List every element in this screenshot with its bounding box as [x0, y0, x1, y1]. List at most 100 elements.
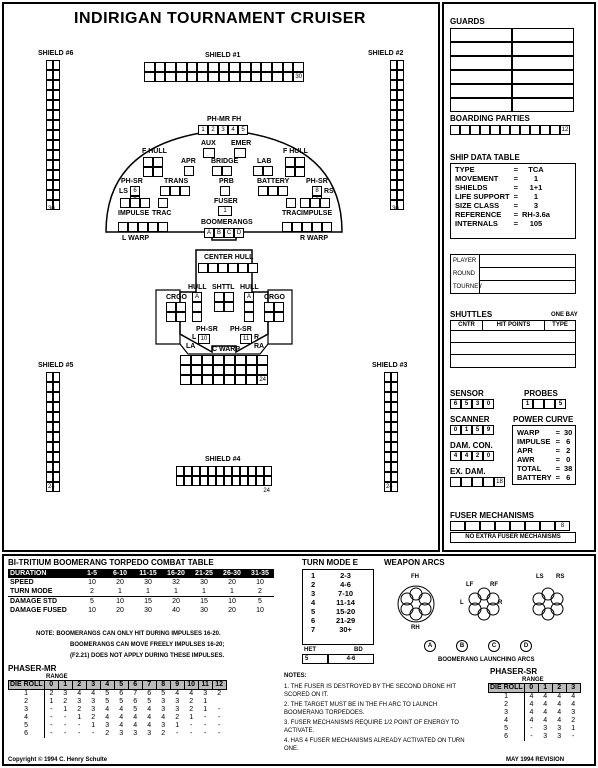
shield-box[interactable]	[53, 452, 60, 462]
shield-box[interactable]	[53, 402, 60, 412]
player-field[interactable]	[479, 255, 575, 268]
shield-box[interactable]	[53, 110, 60, 120]
warp-box[interactable]	[235, 375, 246, 385]
f-hull-right-boxes[interactable]	[285, 157, 305, 177]
shield-box[interactable]	[384, 432, 391, 442]
shield-box[interactable]	[46, 120, 53, 130]
shield-box[interactable]	[397, 110, 404, 120]
phmr-fh-box-3[interactable]: 3	[218, 125, 228, 135]
c-warp-track[interactable]: 24	[180, 355, 268, 385]
shield-box[interactable]	[397, 170, 404, 180]
shield-box[interactable]	[390, 70, 397, 80]
aux-box[interactable]	[203, 148, 215, 158]
shield-box[interactable]	[46, 140, 53, 150]
r-warp-boxes[interactable]	[282, 222, 332, 232]
shield-box[interactable]	[391, 422, 398, 432]
prb-box[interactable]	[220, 186, 230, 196]
warp-box[interactable]	[224, 355, 235, 365]
shield-box[interactable]	[53, 200, 60, 210]
shield-box[interactable]	[397, 140, 404, 150]
shuttle-row[interactable]	[451, 331, 575, 343]
shield-box[interactable]	[384, 402, 391, 412]
shield-box[interactable]	[192, 466, 200, 476]
center-hull-boxes[interactable]	[198, 263, 258, 273]
shield-5-track[interactable]: 24	[46, 372, 60, 492]
shield-box[interactable]	[397, 120, 404, 130]
warp-box[interactable]	[224, 365, 235, 375]
shield-box[interactable]	[391, 482, 398, 492]
rs-box-8[interactable]: 8	[312, 186, 322, 196]
shield-box[interactable]	[144, 62, 155, 72]
shield-box[interactable]	[46, 432, 53, 442]
shield-box[interactable]	[53, 100, 60, 110]
shield-box[interactable]	[46, 100, 53, 110]
boarding-track[interactable]: 12	[450, 125, 570, 135]
shield-box[interactable]	[397, 70, 404, 80]
shield-box[interactable]	[293, 72, 304, 82]
shield-box[interactable]	[240, 466, 248, 476]
shield-box[interactable]	[186, 72, 198, 82]
shield-box[interactable]	[229, 72, 240, 82]
phmr-fh-box-4[interactable]: 4	[228, 125, 238, 135]
trac-left-box[interactable]	[158, 198, 168, 208]
ex-dam-track[interactable]: 18	[450, 477, 505, 487]
shield-box[interactable]	[397, 80, 404, 90]
shield-box[interactable]	[46, 60, 53, 70]
shield-box[interactable]	[390, 190, 397, 200]
shield-box[interactable]	[53, 432, 60, 442]
shield-box[interactable]	[390, 60, 397, 70]
shield-box[interactable]	[261, 62, 272, 72]
shield-box[interactable]	[165, 62, 176, 72]
warp-box[interactable]	[257, 375, 268, 385]
warp-box[interactable]	[224, 375, 235, 385]
shield-box[interactable]	[154, 72, 166, 82]
shield-box[interactable]	[390, 90, 397, 100]
shield-box[interactable]	[53, 170, 60, 180]
scanner-box[interactable]: 9	[483, 425, 494, 435]
shield-box[interactable]	[46, 382, 53, 392]
shield-box[interactable]	[176, 72, 187, 82]
shield-box[interactable]	[256, 476, 264, 486]
shield-box[interactable]	[53, 80, 60, 90]
warp-box[interactable]	[202, 375, 213, 385]
guards-grid[interactable]	[450, 28, 574, 112]
shield-box[interactable]	[391, 462, 398, 472]
shield-box[interactable]	[384, 462, 391, 472]
shuttle-bay-boxes[interactable]	[214, 292, 234, 312]
shield-6-track[interactable]: 30	[46, 60, 60, 216]
shield-box[interactable]	[192, 476, 200, 486]
shield-box[interactable]	[46, 372, 53, 382]
shield-box[interactable]	[184, 476, 192, 486]
shield-3-track[interactable]: 24	[384, 372, 398, 492]
warp-box[interactable]	[191, 375, 202, 385]
warp-box[interactable]	[202, 355, 213, 365]
warp-box[interactable]	[180, 375, 191, 385]
impulse-right-boxes[interactable]	[300, 198, 330, 208]
shield-box[interactable]	[397, 130, 404, 140]
shield-box[interactable]	[46, 190, 53, 200]
hull-left-a[interactable]: A	[192, 292, 202, 302]
shield-box[interactable]	[165, 72, 176, 82]
warp-box[interactable]	[246, 365, 257, 375]
warp-box[interactable]	[257, 355, 268, 365]
boomerang-a[interactable]: A	[204, 228, 214, 238]
shield-box[interactable]	[391, 412, 398, 422]
sensor-box[interactable]: 5	[461, 399, 472, 409]
shield-box[interactable]	[46, 472, 53, 482]
shield-box[interactable]	[391, 472, 398, 482]
crgo-left-boxes[interactable]	[166, 302, 186, 322]
shield-box[interactable]	[46, 180, 53, 190]
shield-box[interactable]	[46, 130, 53, 140]
shield-box[interactable]	[384, 422, 391, 432]
shield-box[interactable]	[197, 72, 208, 82]
shield-box[interactable]	[154, 62, 166, 72]
shield-box[interactable]	[397, 160, 404, 170]
shield-1-track[interactable]: 30	[144, 62, 304, 82]
shield-box[interactable]	[53, 120, 60, 130]
shield-box[interactable]	[391, 452, 398, 462]
shuttle-row[interactable]	[451, 355, 575, 367]
shield-box[interactable]	[293, 62, 304, 72]
shield-box[interactable]	[390, 140, 397, 150]
shield-box[interactable]	[391, 382, 398, 392]
